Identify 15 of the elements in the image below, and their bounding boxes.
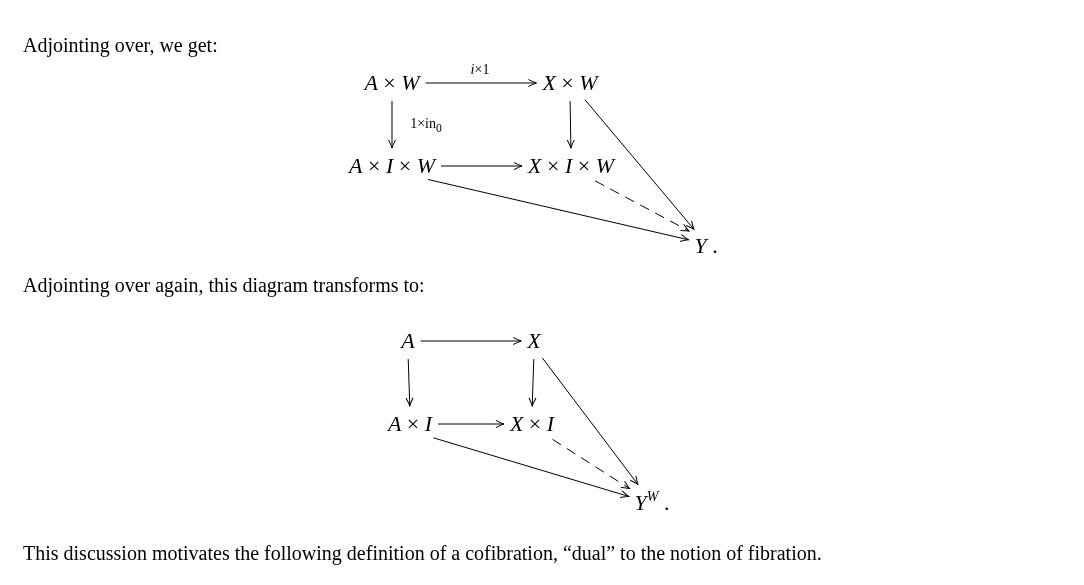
math-object: Y$^{W}$ . [634,489,670,515]
math-object: X × I × W [528,153,614,179]
paragraph-text: Adjointing over, we get: [23,34,218,57]
math-object: A × I × W [349,153,435,179]
math-object: Y . [694,233,718,259]
paragraph-text: This discussion motivates the following definition of a cofibration, “dual” to the notion of fibration. [23,542,822,565]
math-object: A × I [387,411,433,437]
math-object: X × I [509,411,555,437]
edge-label: 1×in$_{0}$ [410,117,442,135]
paragraph-text: Adjointing over again, this diagram transforms to: [23,274,425,297]
edge-label: i×1 [470,63,490,77]
math-object: A [401,328,415,354]
math-object: X × W [542,70,598,96]
math-object: A × W [364,70,420,96]
math-object: X [527,328,541,354]
